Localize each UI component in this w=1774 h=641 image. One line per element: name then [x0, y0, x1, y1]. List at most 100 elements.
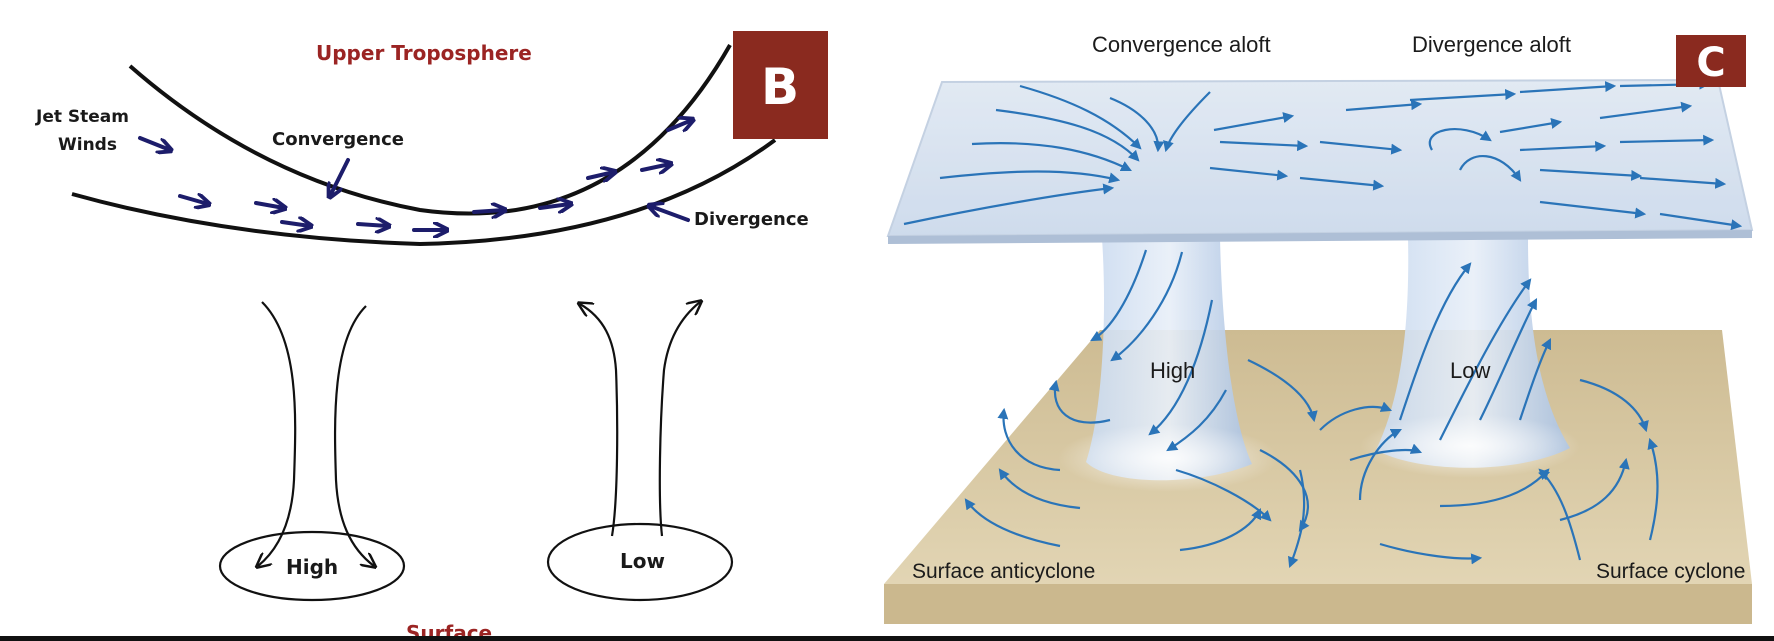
ground-edge	[884, 584, 1752, 624]
convergence-arrow	[995, 108, 1140, 162]
aloft-arrow	[1345, 99, 1423, 112]
descending-arrow	[1148, 299, 1214, 436]
high-label-c: High	[1150, 358, 1195, 383]
divergence-arrow	[1599, 101, 1693, 120]
ascending-arrow	[1439, 278, 1532, 441]
aloft-arrow	[1319, 140, 1403, 155]
descending-flow-left	[258, 301, 297, 566]
divergence-arrow	[1519, 140, 1607, 152]
aloft-arrow	[1213, 112, 1295, 132]
panel-b: Upper Troposphere Jet Steam Winds Conver…	[35, 31, 828, 641]
anticyclone-arrow	[1247, 359, 1318, 423]
cyclone-arrow	[1538, 468, 1582, 561]
anticyclone-arrow	[998, 468, 1081, 510]
low-column	[1376, 238, 1570, 468]
convergence-label: Convergence	[272, 129, 404, 150]
divergence-arrow	[1539, 168, 1643, 181]
aloft-arrows	[903, 78, 1743, 231]
surface-cyclone-label: Surface cyclone	[1596, 560, 1745, 583]
wind-arrow	[356, 224, 388, 226]
low-column-b	[546, 302, 734, 602]
ascending-flow-right	[658, 302, 700, 537]
descending-arrow	[1110, 251, 1184, 362]
cyclone-arrow	[1647, 437, 1659, 541]
high-column-b	[218, 301, 406, 602]
aloft-arrow	[1219, 140, 1309, 152]
ascending-arrow	[1518, 338, 1551, 421]
badge-c	[1676, 35, 1746, 87]
cyclone-arrow	[1579, 378, 1649, 433]
high-column	[1086, 238, 1252, 481]
jet-stream-label-line1: Jet Steam	[35, 107, 129, 127]
anticyclone-arrow	[964, 498, 1061, 548]
divergence-arrow	[1659, 212, 1743, 231]
column-arrows	[1090, 249, 1551, 452]
convergence-arrow	[939, 170, 1121, 184]
high-ellipse	[218, 530, 406, 602]
ascending-arrow	[1479, 298, 1538, 421]
cyclone-arrow	[1349, 443, 1423, 462]
jet-upper-curve	[128, 44, 732, 216]
convergence-arrow	[1163, 91, 1211, 153]
wind-arrow	[138, 136, 170, 150]
cyclone-arrow	[1319, 401, 1393, 431]
divergence-arrow	[1499, 118, 1563, 134]
wind-arrow	[472, 210, 504, 212]
convergence-arrow	[1109, 96, 1165, 153]
convergence-pointer	[330, 158, 350, 196]
wind-arrow	[280, 222, 310, 226]
convergence-aloft-label: Convergence aloft	[1092, 32, 1271, 57]
surface-anticyclone-label: Surface anticyclone	[912, 560, 1095, 583]
badge-b-label: B	[761, 58, 799, 116]
wind-arrow	[254, 203, 284, 208]
wind-arrow	[640, 164, 670, 170]
divergence-arrow	[1639, 176, 1727, 189]
jet-stream-label-line2: Winds	[58, 135, 117, 155]
wind-arrow	[666, 120, 692, 130]
anticyclone-arrow	[1179, 508, 1261, 552]
descending-arrow	[1166, 389, 1227, 452]
high-label-b: High	[286, 555, 338, 579]
divergence-arrow	[1539, 200, 1647, 219]
divergence-pointer	[650, 206, 690, 222]
divergence-arrow	[1428, 128, 1492, 151]
convergence-arrow	[903, 183, 1115, 226]
anticyclone-arrow	[997, 407, 1061, 472]
aloft-arrow	[1209, 166, 1289, 181]
descending-arrow	[1090, 249, 1148, 342]
cyclone-arrow	[1379, 542, 1483, 565]
convergence-arrow	[1019, 84, 1142, 150]
low-label-c: Low	[1450, 358, 1490, 383]
cyclone-arrow	[1559, 457, 1630, 522]
wind-arrow	[178, 196, 208, 204]
bottom-border	[0, 636, 1774, 641]
anticyclone-arrow	[1288, 469, 1306, 569]
anticyclone-arrow	[1048, 379, 1111, 424]
ascending-flow-left	[580, 304, 619, 537]
aloft-arrow	[1409, 89, 1517, 102]
badge-c-label: C	[1696, 40, 1725, 86]
upper-troposphere-label: Upper Troposphere	[316, 41, 532, 65]
low-ellipse	[546, 522, 734, 602]
divergence-arrow	[1459, 155, 1522, 182]
divergence-arrow	[1619, 134, 1715, 146]
low-label-b: Low	[620, 549, 665, 573]
upper-plane-edge	[888, 230, 1752, 244]
descending-flow-right	[333, 305, 374, 566]
panel-c: Convergence aloft Divergence aloft High …	[884, 32, 1754, 624]
aloft-arrow	[1519, 81, 1617, 94]
high-base-glow	[1058, 424, 1278, 492]
cyclone-arrow	[1358, 429, 1402, 501]
jet-stream-arrows	[138, 120, 692, 230]
wind-arrow	[586, 172, 614, 178]
surface-arrows	[964, 359, 1659, 569]
jet-lower-curve	[71, 138, 777, 247]
divergence-aloft-label: Divergence aloft	[1412, 32, 1571, 57]
ascending-arrow	[1398, 262, 1472, 421]
wind-arrow	[538, 204, 570, 208]
badge-b	[733, 31, 828, 139]
convergence-arrow	[971, 142, 1132, 171]
divergence-label: Divergence	[694, 209, 809, 230]
